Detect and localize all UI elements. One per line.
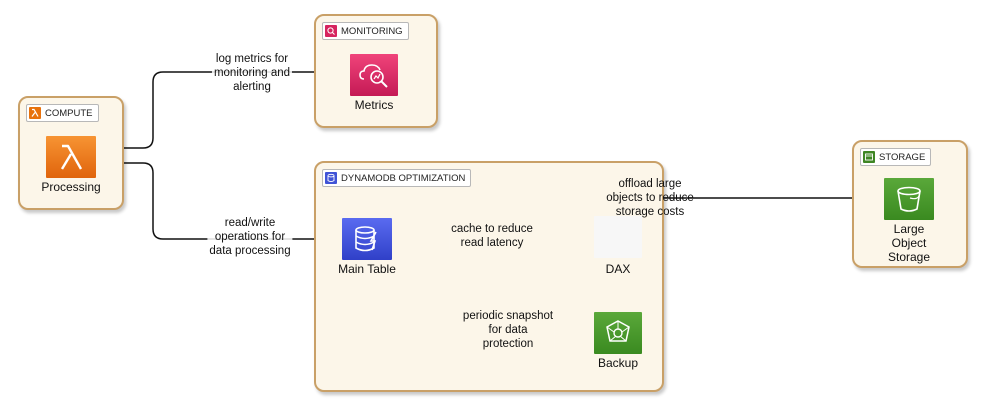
backup-node[interactable]: Backup	[594, 312, 642, 370]
s3-bucket-icon	[884, 178, 934, 220]
dynamodb-group: DYNAMODB OPTIMIZATION	[314, 161, 664, 392]
edge-label-read-write-text: read/write operations for data processin…	[209, 217, 291, 257]
edge-label-offload: offload large objects to reduce storage …	[604, 177, 696, 219]
s3-small-icon	[863, 151, 875, 163]
large-object-storage-label: Large Object Storage	[888, 222, 930, 264]
edge-label-read-write: read/write operations for data processin…	[207, 216, 293, 258]
cloudwatch-metrics-icon	[350, 54, 398, 96]
monitoring-group-title: MONITORING	[341, 25, 403, 37]
backup-label: Backup	[597, 356, 639, 370]
dax-node[interactable]: DAX	[594, 216, 642, 276]
processing-label: Processing	[41, 180, 101, 194]
edge-label-snapshot-text: periodic snapshot for data protection	[462, 310, 554, 350]
compute-group-label: COMPUTE	[26, 104, 99, 122]
metrics-node[interactable]: Metrics	[350, 54, 398, 112]
dynamodb-table-icon	[342, 218, 392, 260]
main-table-node[interactable]: Main Table	[338, 218, 396, 276]
backup-icon	[594, 312, 642, 354]
lambda-icon	[46, 136, 96, 178]
monitoring-group-label: MONITORING	[322, 22, 409, 40]
lambda-small-icon	[29, 107, 41, 119]
edge-label-offload-text: offload large objects to reduce storage …	[606, 178, 694, 218]
edge-label-snapshot: periodic snapshot for data protection	[460, 309, 556, 351]
main-table-label: Main Table	[338, 262, 396, 276]
edge-label-cache-text: cache to reduce read latency	[451, 223, 533, 249]
edge-label-log-metrics: log metrics for monitoring and alerting	[211, 52, 293, 94]
large-object-storage-node[interactable]: Large Object Storage	[884, 178, 934, 264]
dynamodb-group-title: DYNAMODB OPTIMIZATION	[341, 172, 466, 184]
compute-group-title: COMPUTE	[45, 107, 93, 119]
metrics-label: Metrics	[354, 98, 394, 112]
edge-label-cache: cache to reduce read latency	[449, 222, 535, 250]
processing-node[interactable]: Processing	[41, 136, 101, 194]
storage-group-label: STORAGE	[860, 148, 932, 166]
cloudwatch-small-icon	[325, 25, 337, 37]
edge-label-log-metrics-text: log metrics for monitoring and alerting	[213, 53, 291, 93]
dax-label: DAX	[605, 262, 631, 276]
edge-log-metrics	[96, 66, 348, 149]
storage-group-title: STORAGE	[879, 151, 926, 163]
edge-read-write	[96, 162, 343, 245]
dynamodb-small-icon	[325, 172, 337, 184]
dax-icon	[594, 216, 642, 258]
dynamodb-group-label: DYNAMODB OPTIMIZATION	[322, 169, 472, 187]
large-object-storage-text: Large Object Storage	[887, 222, 931, 264]
